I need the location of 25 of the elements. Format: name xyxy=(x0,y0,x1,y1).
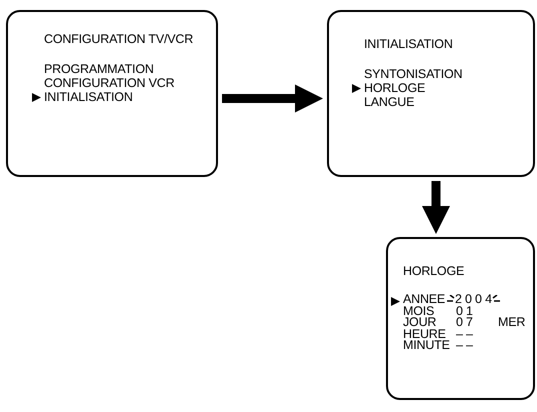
menu-item: MINUTE xyxy=(403,338,450,352)
menu-item: SYNTONISATION xyxy=(364,67,462,81)
arrow xyxy=(422,181,450,234)
menu-item: JOUR xyxy=(403,315,436,329)
menu-item: CONFIGURATION VCR xyxy=(44,76,174,90)
menu-title: HORLOGE xyxy=(403,264,466,278)
menu-value: 2 0 0 4 xyxy=(455,292,492,306)
menu-item: HEURE xyxy=(403,326,446,340)
menu-value: MER xyxy=(498,315,526,329)
menu-value: 0 1 xyxy=(456,304,473,318)
menu-item: INITIALISATION xyxy=(44,90,133,104)
menu-item: PROGRAMMATION xyxy=(44,62,154,76)
menu-value: – – xyxy=(456,338,473,352)
menu-item: MOIS xyxy=(403,304,434,318)
menu-value: 0 7 xyxy=(456,315,473,329)
screen-box xyxy=(327,10,535,177)
screen-box xyxy=(386,237,535,400)
menu-value: – – xyxy=(456,326,473,340)
arrow xyxy=(222,84,323,112)
menu-item: ANNEE xyxy=(403,292,446,306)
screen-box xyxy=(6,10,218,177)
menu-item: HORLOGE xyxy=(364,81,426,95)
menu-title: CONFIGURATION TV/VCR xyxy=(44,32,194,46)
menu-title: INITIALISATION xyxy=(364,37,454,51)
menu-item: LANGUE xyxy=(364,95,414,109)
